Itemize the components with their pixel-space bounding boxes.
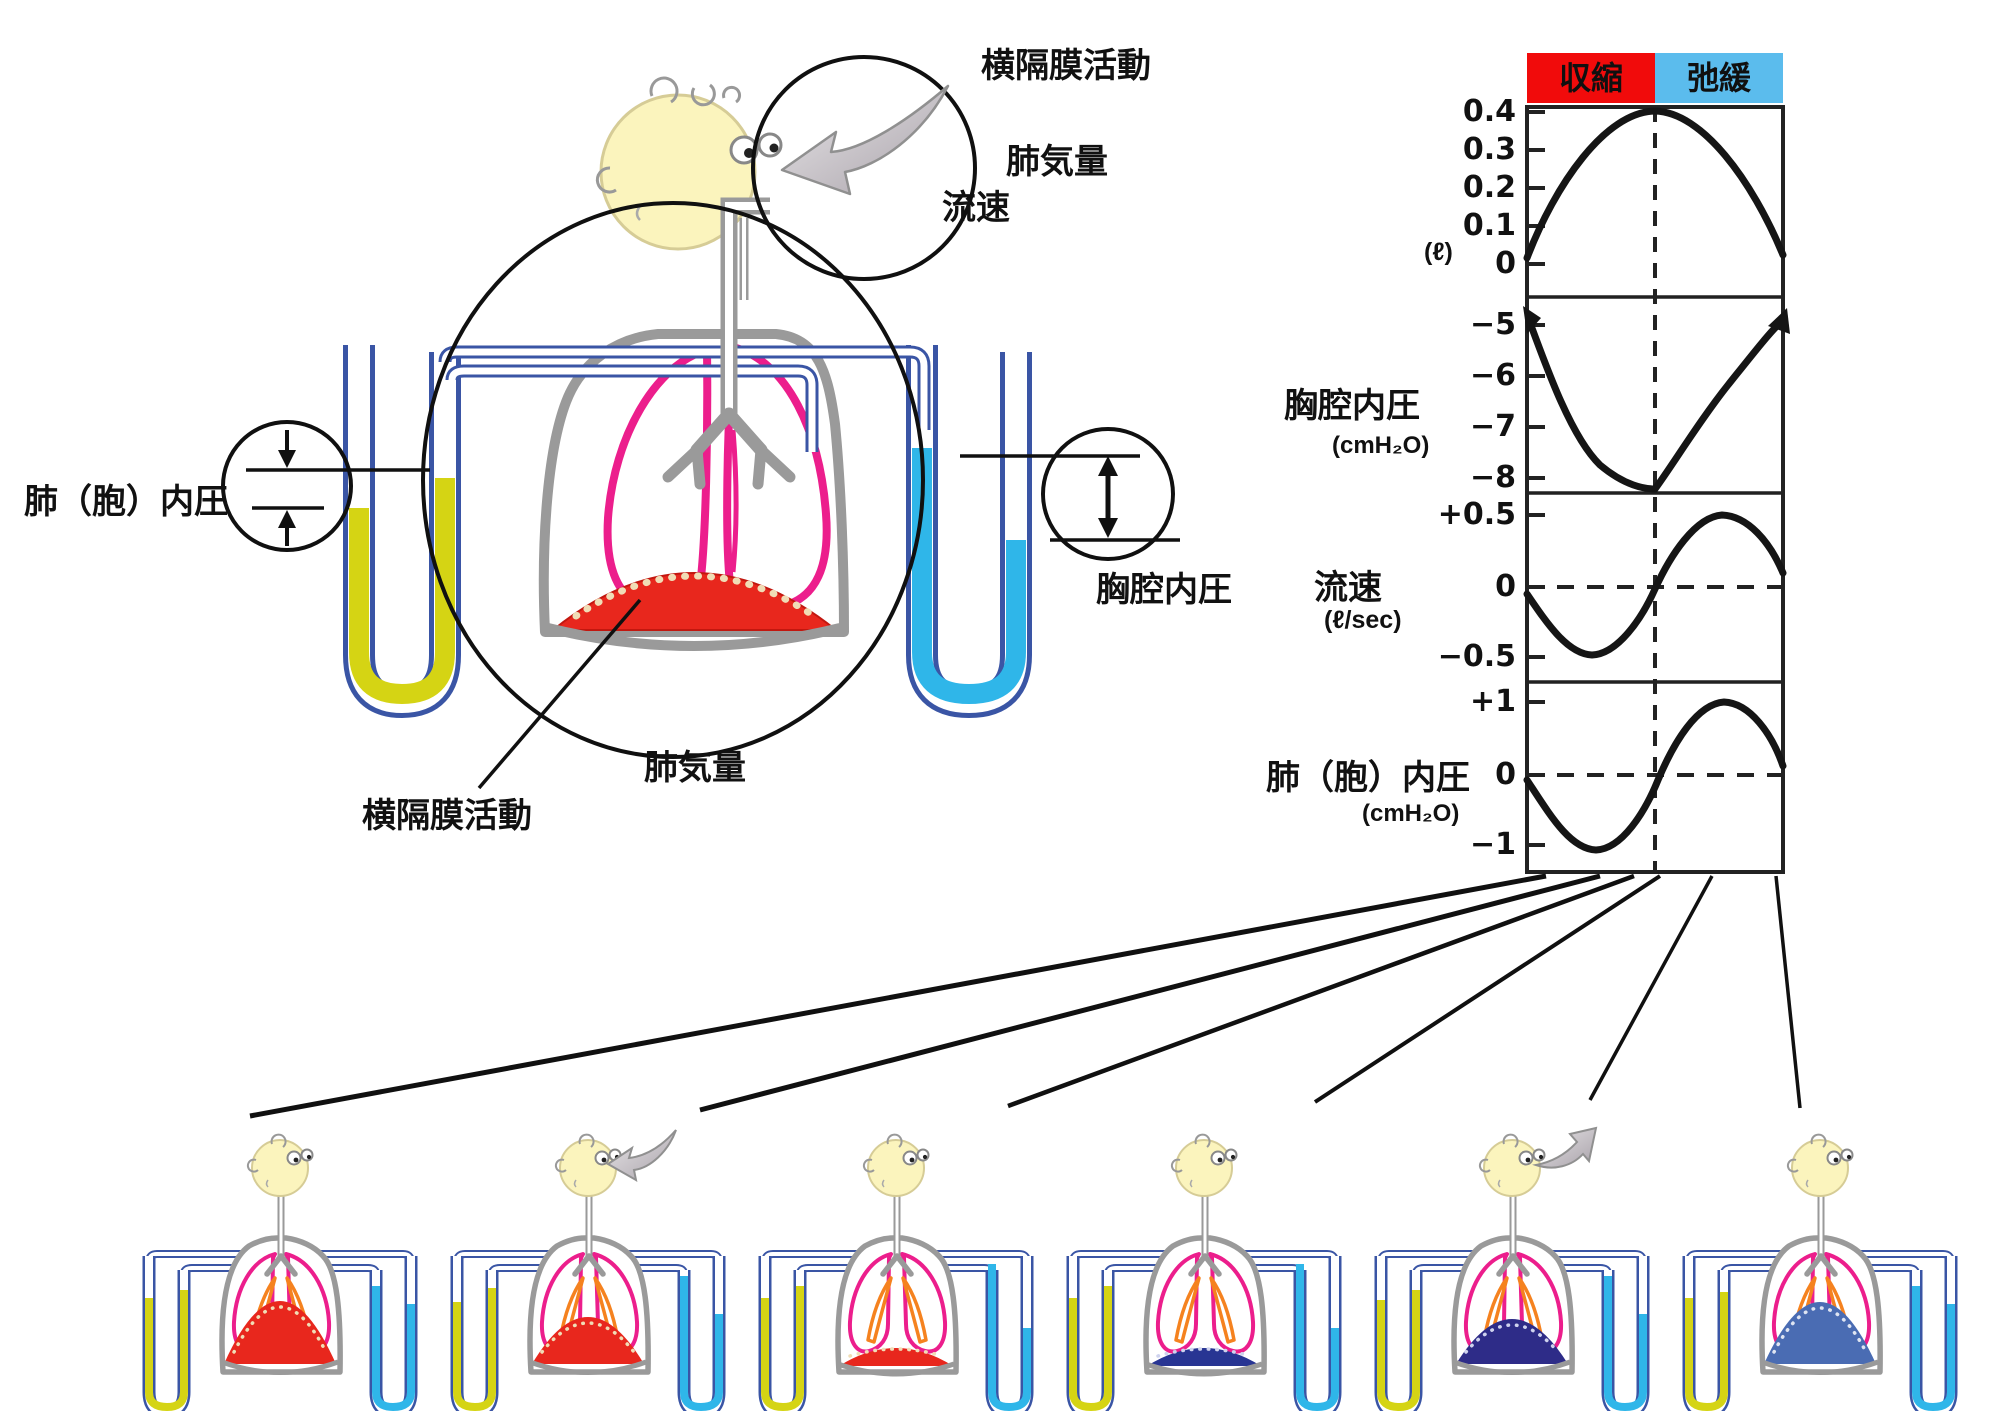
phase-figure-5 [1381, 1126, 1643, 1411]
curve-start-arrow-icon [1523, 306, 1541, 334]
tick-label: −6 [1469, 358, 1516, 393]
down-arrow-icon [278, 450, 296, 468]
chart-row-unit-lung-volume: (ℓ) [1424, 238, 1453, 266]
pressure-pipes [438, 345, 931, 452]
alveolar-pressure-callout [221, 420, 430, 552]
relaxation-bar [1655, 53, 1783, 103]
phase-figure-6 [1689, 1133, 1951, 1411]
pleural-pressure-callout [960, 427, 1180, 561]
trachea-illustration [662, 197, 796, 490]
hair-curl-icon [649, 76, 679, 104]
tick-label: −7 [1469, 409, 1516, 444]
phase-figure-3 [765, 1133, 1027, 1411]
diaphragm-dome [532, 1317, 644, 1364]
flow-callout [751, 55, 977, 281]
phase-figure-2 [457, 1129, 719, 1411]
tick-label: −5 [1469, 307, 1516, 342]
tick-label: 0 [1495, 569, 1516, 604]
pleural-pressure-curve [1525, 316, 1784, 493]
yellow-fluid [349, 478, 455, 705]
tick-label: −8 [1469, 460, 1516, 495]
down-arrow-icon [1098, 518, 1118, 538]
phase-figure-1 [149, 1133, 411, 1411]
tick-label: 0.1 [1462, 208, 1516, 243]
pleural-manometer-utube [906, 345, 1032, 719]
inhale-arrow-icon [606, 1129, 677, 1182]
ear-icon [595, 166, 617, 194]
phase-figure-4 [1073, 1133, 1335, 1411]
chart-row-title-pleural: 胸腔内圧 [1284, 387, 1420, 425]
curve-end-arrow-icon [1768, 308, 1790, 334]
diaphragm-dome [546, 572, 842, 651]
tick-label: 0.3 [1462, 132, 1516, 167]
contraction-bar-label: 収縮 [1558, 60, 1623, 96]
phase-connector-lines [249, 873, 1802, 1119]
up-arrow-icon [1098, 456, 1118, 476]
tick-label: 0.4 [1462, 94, 1516, 129]
cyan-fluid [912, 448, 1026, 705]
diaphragm-dome [1456, 1319, 1568, 1364]
eye-icon [757, 132, 783, 158]
label-lung-volume: 肺気量 [644, 749, 746, 787]
label-pleural-pressure: 胸腔内圧 [1096, 571, 1232, 609]
flow-velocity-curve [1523, 511, 1787, 659]
alveolar-manometer-utube [343, 345, 461, 719]
diaphragm-dome [1764, 1302, 1876, 1364]
tick-label: 0 [1495, 246, 1516, 281]
chart-panel [1523, 53, 1790, 874]
main-breathing-model [221, 55, 1180, 790]
hair-curl-icon [690, 83, 716, 107]
flow-arrow-icon [780, 84, 950, 196]
head-illustration [595, 76, 783, 251]
alveolar-pressure-curve [1523, 698, 1787, 854]
relaxation-bar-label: 弛緩 [1686, 60, 1751, 96]
up-arrow-icon [278, 510, 296, 528]
diaphragm-pointer-line [477, 598, 642, 790]
chart-header-label: 横隔膜活動 [981, 47, 1151, 85]
tick-label: 0.2 [1462, 170, 1516, 205]
lung-volume-ellipse [421, 201, 925, 759]
chart-row-title-flow: 流速 [1314, 569, 1382, 607]
diaphragm-dome [224, 1301, 336, 1364]
chart-row-unit-pleural: (cmH₂O) [1332, 432, 1430, 459]
tick-label: −0.5 [1437, 639, 1516, 674]
label-diaphragm-activity: 横隔膜活動 [362, 797, 532, 835]
tick-label: 0 [1495, 757, 1516, 792]
diaphragm-dotted-line [572, 572, 818, 620]
tick-label: −1 [1469, 827, 1516, 862]
contraction-bar [1527, 53, 1655, 103]
label-alveolar-pressure: 肺（胞）内圧 [24, 483, 228, 521]
chart-row-unit-alveolar: (cmH₂O) [1362, 800, 1460, 827]
chart-row-title-alveolar: 肺（胞）内圧 [1266, 759, 1470, 797]
label-flow-velocity: 流速 [942, 189, 1010, 227]
lung-volume-curve [1523, 107, 1787, 262]
tick-label: +0.5 [1437, 497, 1516, 532]
hair-curl-icon [722, 85, 741, 104]
tick-label: +1 [1469, 684, 1516, 719]
chart-row-title-lung-volume: 肺気量 [1006, 143, 1108, 181]
exhale-arrow-icon [1532, 1126, 1598, 1169]
chart-row-unit-flow: (ℓ/sec) [1324, 606, 1402, 634]
